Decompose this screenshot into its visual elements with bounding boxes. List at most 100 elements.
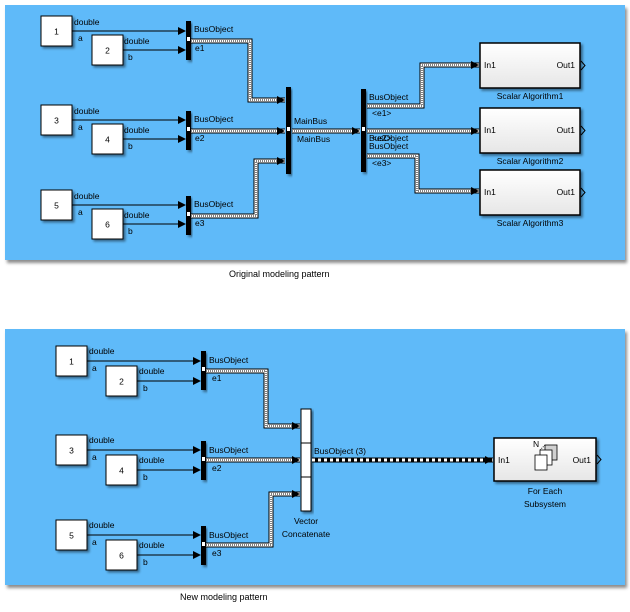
bus-line-e1-dots bbox=[191, 40, 285, 101]
constant-block-6[interactable]: 6 bbox=[91, 208, 124, 240]
constant-block-3-body[interactable] bbox=[40, 104, 73, 136]
constant-block-4-body[interactable] bbox=[105, 454, 138, 486]
for-each-subsystem[interactable]: In1 Out1 N bbox=[493, 437, 602, 482]
for-each-stack-icon: N bbox=[533, 439, 558, 471]
bus-output-name: e2 bbox=[212, 463, 222, 473]
constant-block-1[interactable]: 1 bbox=[40, 15, 73, 47]
main-bus-output-name: MainBus bbox=[297, 134, 330, 144]
signal-name-label: a bbox=[92, 537, 97, 547]
constant-block-4-value: 4 bbox=[119, 466, 124, 476]
vector-concatenate-block[interactable] bbox=[300, 408, 312, 512]
constant-block-2-value: 2 bbox=[105, 46, 110, 56]
vector-concatenate-name: Vector bbox=[294, 516, 318, 526]
vector-bus-line[interactable] bbox=[312, 456, 493, 464]
constant-block-6-value: 6 bbox=[105, 220, 110, 230]
bus-line-e3[interactable] bbox=[191, 157, 285, 219]
signal-name-label: a bbox=[78, 207, 83, 217]
out-port-label: Out1 bbox=[573, 455, 592, 465]
bus-line-e1-outer bbox=[191, 38, 285, 103]
signal-name-label: b bbox=[128, 226, 133, 236]
subsystem-body[interactable] bbox=[479, 169, 581, 216]
vector-concatenate-body[interactable] bbox=[300, 408, 312, 512]
selector-line-e2[interactable] bbox=[367, 127, 479, 135]
bus-line-e1[interactable] bbox=[206, 368, 300, 430]
bus-output-name: e2 bbox=[195, 133, 205, 143]
bus-line-e2[interactable] bbox=[206, 456, 300, 464]
constant-block-4-body[interactable] bbox=[91, 123, 124, 155]
constant-block-3[interactable]: 3 bbox=[40, 104, 73, 136]
stack-page-front bbox=[534, 454, 548, 471]
constant-block-1-body[interactable] bbox=[55, 345, 88, 377]
constant-block-2[interactable]: 2 bbox=[105, 365, 138, 397]
selector-line-e3[interactable] bbox=[367, 153, 479, 195]
constant-block-3[interactable]: 3 bbox=[55, 434, 88, 466]
signal-type-label: double bbox=[89, 520, 115, 530]
bus-line-e3[interactable] bbox=[206, 490, 300, 548]
bus-line-e2[interactable] bbox=[191, 127, 285, 135]
signal-name-label: a bbox=[78, 33, 83, 43]
output-port-icon bbox=[580, 125, 586, 136]
in-port-label: In1 bbox=[498, 455, 510, 465]
constant-block-5-body[interactable] bbox=[40, 189, 73, 221]
bus-selector-port bbox=[362, 127, 365, 131]
constant-block-2-body[interactable] bbox=[105, 365, 138, 397]
subsystem-name: Scalar Algorithm1 bbox=[497, 91, 564, 101]
main-bus-port bbox=[287, 127, 290, 131]
top-diagram-caption: Original modeling pattern bbox=[229, 269, 330, 279]
bus-creator-port bbox=[187, 127, 190, 131]
constant-block-4[interactable]: 4 bbox=[91, 123, 124, 155]
main-bus-type-label: MainBus bbox=[294, 116, 327, 126]
selector-line-e3-dots bbox=[367, 155, 479, 192]
for-each-name: For Each bbox=[528, 486, 563, 496]
subsystem-body[interactable] bbox=[479, 107, 581, 154]
signal-name-label: b bbox=[128, 52, 133, 62]
main-bus-line[interactable] bbox=[292, 127, 360, 135]
constant-block-6-body[interactable] bbox=[105, 539, 138, 571]
constant-block-3-body[interactable] bbox=[55, 434, 88, 466]
bus-output-name: e1 bbox=[212, 373, 222, 383]
subsystem-name: Scalar Algorithm2 bbox=[497, 156, 564, 166]
constant-block-5[interactable]: 5 bbox=[40, 189, 73, 221]
selector-output-type-label: BusObject bbox=[369, 141, 409, 151]
bus-type-label: BusObject bbox=[194, 24, 234, 34]
vector-bus-line-arrowhead bbox=[485, 456, 493, 464]
bus-line-e1[interactable] bbox=[191, 38, 285, 104]
constant-block-5[interactable]: 5 bbox=[55, 519, 88, 551]
bus-creator-port bbox=[187, 37, 190, 41]
signal-type-label: double bbox=[124, 125, 150, 135]
signal-type-label: double bbox=[139, 540, 165, 550]
constant-block-4-value: 4 bbox=[105, 135, 110, 145]
constant-block-1-value: 1 bbox=[69, 357, 74, 367]
signal-type-label: double bbox=[74, 191, 100, 201]
constant-block-1[interactable]: 1 bbox=[55, 345, 88, 377]
selector-output-name: <e3> bbox=[372, 158, 391, 168]
out-port-label: Out1 bbox=[557, 125, 576, 135]
signal-name-label: b bbox=[143, 557, 148, 567]
selector-output-name: <e1> bbox=[372, 108, 391, 118]
signal-name-label: a bbox=[92, 363, 97, 373]
bus-creator-port bbox=[187, 212, 190, 216]
signal-type-label: double bbox=[139, 366, 165, 376]
constant-block-2[interactable]: 2 bbox=[91, 34, 124, 66]
bottom-diagram-caption: New modeling pattern bbox=[180, 592, 268, 602]
for-each-name: Subsystem bbox=[524, 499, 566, 509]
constant-block-2-body[interactable] bbox=[91, 34, 124, 66]
signal-name-label: a bbox=[78, 122, 83, 132]
selector-line-e1[interactable] bbox=[367, 61, 479, 109]
bus-type-label: BusObject bbox=[209, 530, 249, 540]
subsystem-body[interactable] bbox=[479, 42, 581, 89]
constant-block-4[interactable]: 4 bbox=[105, 454, 138, 486]
bus-type-label: BusObject bbox=[209, 445, 249, 455]
bus-line-e1-arrowhead bbox=[277, 96, 285, 104]
signal-type-label: double bbox=[139, 455, 165, 465]
constant-block-6[interactable]: 6 bbox=[105, 539, 138, 571]
selector-line-e3-arrowhead bbox=[471, 187, 479, 195]
bus-output-name: e1 bbox=[195, 43, 205, 53]
in-port-label: In1 bbox=[484, 187, 496, 197]
bus-line-e3-arrowhead bbox=[292, 490, 300, 498]
